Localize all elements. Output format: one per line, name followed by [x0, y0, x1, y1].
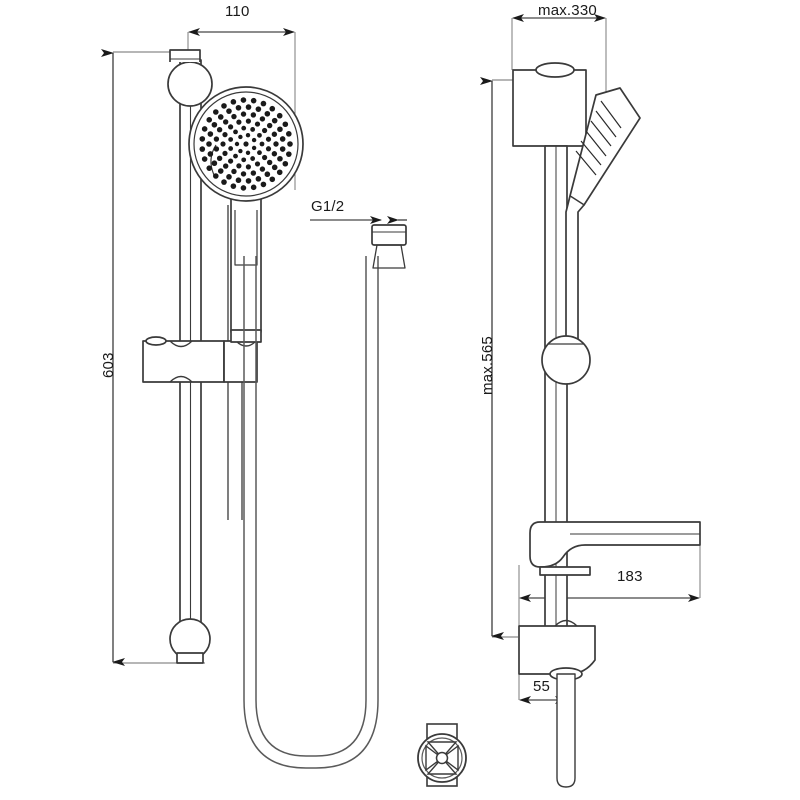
- wall-bracket-top: [512, 62, 587, 153]
- rail-upper-mount: [167, 49, 213, 107]
- dim-label-g12: G1/2: [311, 198, 345, 215]
- hand-shower-handle: [230, 192, 262, 343]
- slider-knob: [541, 335, 591, 385]
- dim-label-603: 603: [100, 352, 117, 378]
- hand-shower-side: [565, 87, 641, 341]
- dim-label-565: max.565: [479, 336, 496, 395]
- hose-connector: [371, 224, 407, 269]
- wall-bracket-bottom: [518, 619, 596, 681]
- dim-label-330: max.330: [538, 2, 597, 19]
- slider-bracket: [142, 336, 258, 383]
- dim-label-183: 183: [617, 568, 643, 585]
- shower-hose-loop: [243, 256, 379, 769]
- hose-tail: [556, 673, 576, 788]
- front-view-geometry: [142, 49, 304, 664]
- mixer-spout: [529, 521, 701, 576]
- dim-label-110: 110: [225, 3, 250, 20]
- side-view-geometry: [512, 62, 701, 788]
- spray-face-side-pattern: [575, 100, 622, 176]
- rail-lower-mount: [169, 618, 211, 664]
- filter-washer: [417, 723, 467, 787]
- spray-nozzle-pattern: [199, 97, 293, 191]
- dim-label-55: 55: [533, 678, 551, 695]
